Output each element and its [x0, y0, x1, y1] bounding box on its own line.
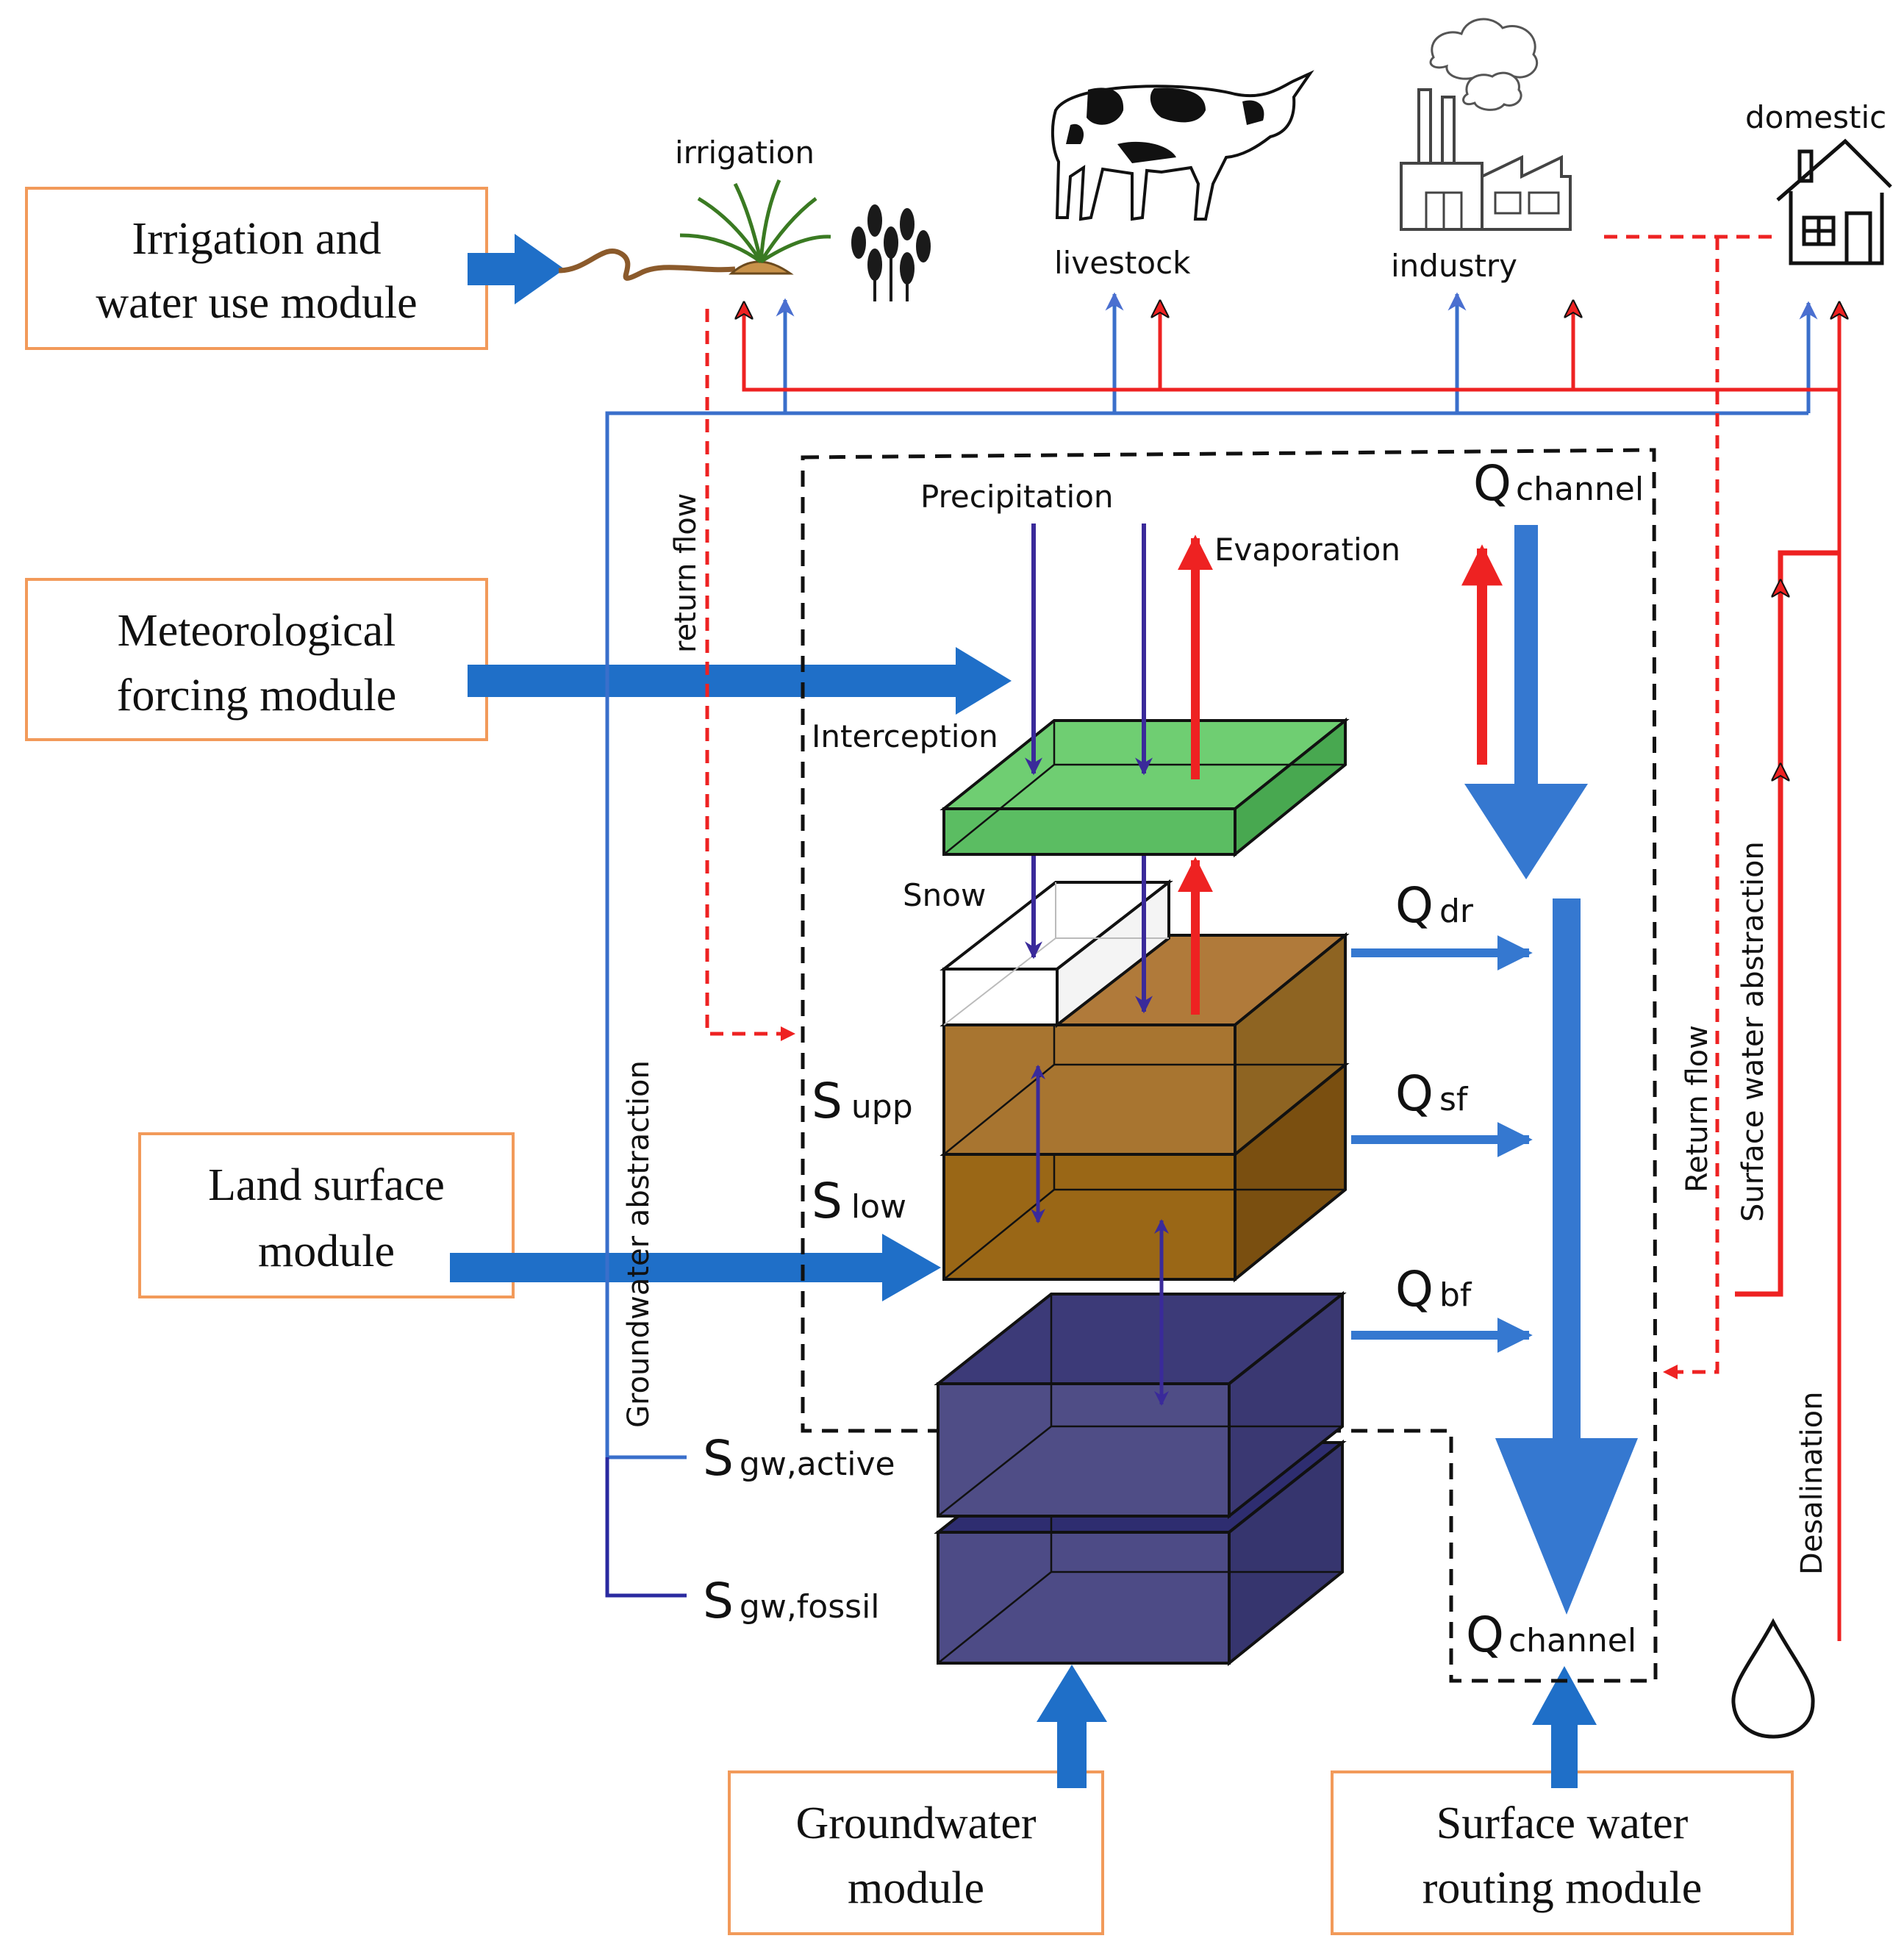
- groundwater-module-box: Groundwater module: [728, 1770, 1104, 1935]
- vertical-flow-arrows: [1025, 523, 1213, 1406]
- sector-label-irrigation: irrigation: [675, 135, 815, 171]
- surface-water-supply-network: [744, 301, 1839, 1641]
- active-groundwater-box: [934, 1290, 1347, 1520]
- meteorological-module-box: Meteorological forcing module: [25, 578, 488, 741]
- return-flow-right-label: Return flow: [1681, 1025, 1714, 1193]
- livestock-icon: [1051, 70, 1314, 221]
- land-surface-module-arrow: [450, 1234, 941, 1301]
- meteorological-module-line2: forcing module: [117, 671, 397, 721]
- q-channel-upper-arrow: [1464, 525, 1588, 879]
- snow-label: Snow: [903, 877, 986, 913]
- sector-label-livestock: livestock: [1054, 245, 1191, 281]
- surface-routing-module-box: Surface water routing module: [1331, 1770, 1794, 1935]
- interception-label: Interception: [812, 718, 998, 754]
- return-flow-lines: [705, 235, 1772, 1379]
- irrigation-module-box: Irrigation and water use module: [25, 187, 488, 350]
- surface-routing-module-line2: routing module: [1422, 1863, 1703, 1913]
- surface-routing-module-arrow: [1532, 1666, 1597, 1788]
- groundwater-abstraction-label: Groundwater abstraction: [622, 1060, 656, 1428]
- groundwater-module-arrow: [1037, 1665, 1107, 1788]
- evaporation-label: Evaporation: [1214, 532, 1400, 568]
- module-input-arrows: [450, 234, 1597, 1788]
- model-boundary: [801, 448, 1658, 1683]
- irrigation-module-line2: water use module: [96, 278, 417, 328]
- industry-icon: [1400, 18, 1572, 231]
- desalination-drop-icon: [1731, 1618, 1815, 1739]
- irrigation-module-arrow: [468, 234, 565, 304]
- land-surface-module-line2: module: [258, 1226, 395, 1276]
- desalination-label: Desalination: [1795, 1392, 1829, 1575]
- snow-box: [940, 879, 1173, 1029]
- domestic-icon: [1776, 138, 1892, 265]
- irrigation-icon: [558, 179, 931, 301]
- meteorological-module-line1: Meteorological: [118, 606, 396, 656]
- land-surface-module-line1: Land surface: [208, 1160, 445, 1210]
- q-channel-lower-arrow: [1495, 898, 1638, 1615]
- groundwater-supply-network: [605, 292, 1818, 1598]
- precipitation-label: Precipitation: [920, 479, 1114, 515]
- groundwater-module-line2: module: [848, 1863, 984, 1913]
- surface-water-abstraction-label: Surface water abstraction: [1736, 841, 1770, 1222]
- return-flow-left-label: return flow: [669, 493, 703, 653]
- channel-flows: [1351, 525, 1638, 1615]
- groundwater-module-line1: Groundwater: [795, 1798, 1036, 1848]
- surface-routing-module-line1: Surface water: [1436, 1798, 1689, 1848]
- sector-label-domestic: domestic: [1745, 99, 1886, 135]
- irrigation-module-line1: Irrigation and: [132, 214, 381, 264]
- meteorological-module-arrow: [468, 647, 1012, 715]
- sector-label-industry: industry: [1391, 248, 1517, 284]
